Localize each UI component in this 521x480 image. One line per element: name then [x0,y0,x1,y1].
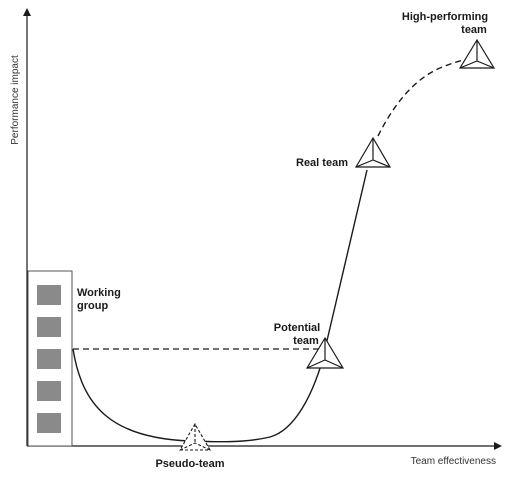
working-group-label: group [77,300,108,312]
high-performing-label: team [461,24,487,36]
square-icon [37,413,61,433]
pseudo-team-label: Pseudo-team [155,458,224,470]
square-icon [37,285,61,305]
square-icon [37,381,61,401]
pyramid-icon [458,38,496,69]
pyramid-icon [305,336,345,369]
y-axis-label: Performance impact [10,55,21,145]
square-icon [37,349,61,369]
potential-team-label: Potential [274,322,320,334]
high-performing-curve [377,57,473,137]
high-performing-label: High-performing [402,11,488,23]
performance-curve [72,169,368,443]
working-group-label: Working [77,287,121,299]
pyramid-icon [179,422,211,451]
pyramid-icon [354,136,392,168]
x-axis-label: Team effectiveness [411,456,496,467]
square-icon [37,317,61,337]
potential-team-label: team [293,335,319,347]
real-team-label: Real team [296,157,348,169]
